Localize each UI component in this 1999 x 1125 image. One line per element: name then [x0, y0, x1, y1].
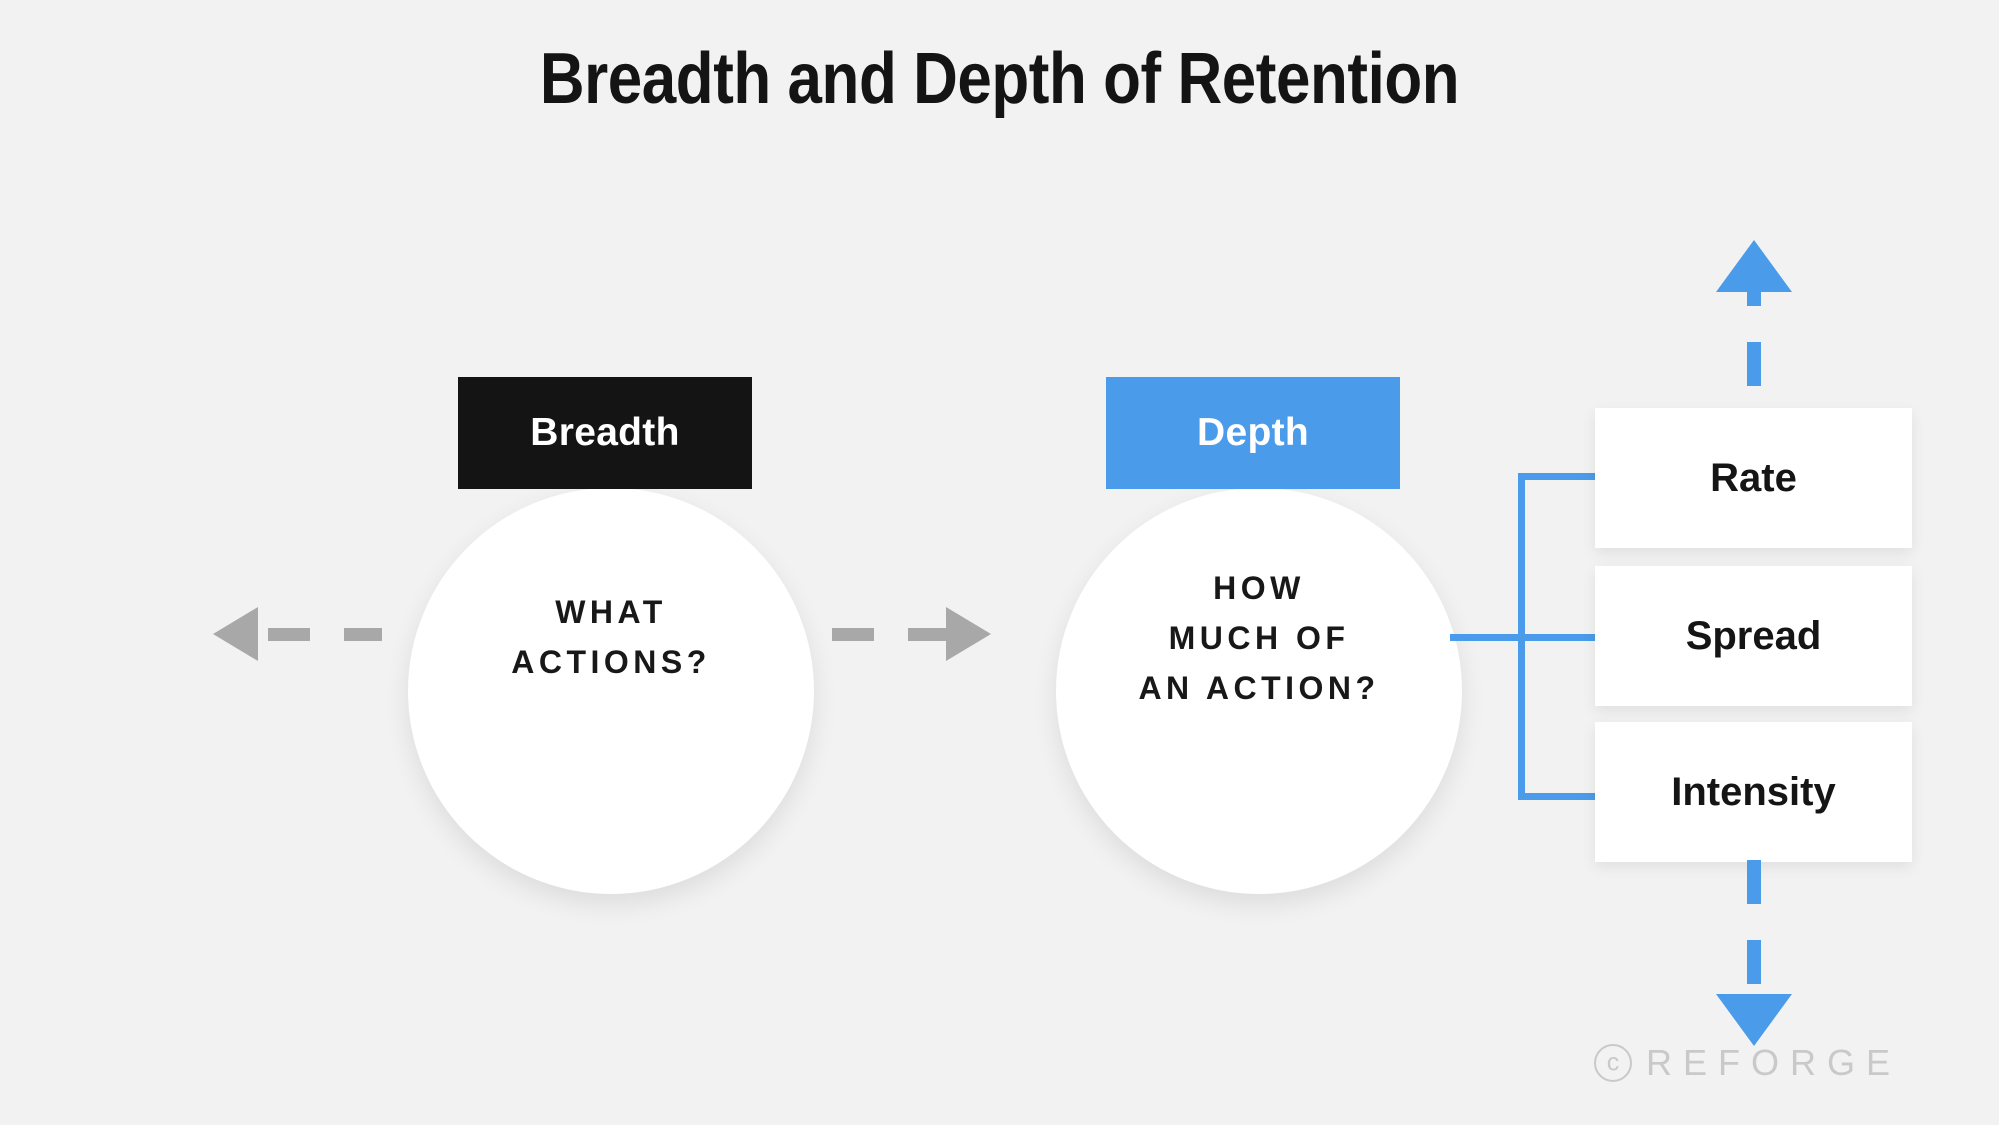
depth-question-text: HOW MUCH OF AN ACTION? — [1138, 570, 1380, 706]
bracket-stub-intensity — [1518, 793, 1600, 800]
bracket-trunk-line — [1450, 634, 1525, 641]
breadth-circle — [408, 488, 814, 894]
down-dashed-line — [1747, 860, 1761, 1000]
right-dashed-line — [832, 628, 946, 641]
watermark-brand-text: REFORGE — [1646, 1042, 1902, 1083]
arrow-left-icon — [213, 607, 258, 661]
arrow-right-icon — [946, 607, 991, 661]
bracket-stub-spread — [1518, 634, 1600, 641]
dimension-box-intensity[interactable]: Intensity — [1595, 722, 1912, 862]
copyright-icon — [1594, 1044, 1632, 1082]
breadth-question-text: WHAT ACTIONS? — [511, 594, 711, 680]
dimension-box-spread[interactable]: Spread — [1595, 566, 1912, 706]
reforge-watermark: REFORGE — [1594, 1042, 1901, 1084]
arrow-down-icon — [1716, 994, 1792, 1046]
breadth-header-label: Breadth — [458, 377, 752, 489]
up-dashed-line — [1747, 262, 1761, 410]
left-dashed-line — [268, 628, 382, 641]
page-title: Breadth and Depth of Retention — [539, 39, 1460, 119]
depth-header-label: Depth — [1106, 377, 1400, 489]
bracket-stub-rate — [1518, 473, 1600, 480]
depth-circle — [1056, 488, 1462, 894]
dimension-box-rate[interactable]: Rate — [1595, 408, 1912, 548]
